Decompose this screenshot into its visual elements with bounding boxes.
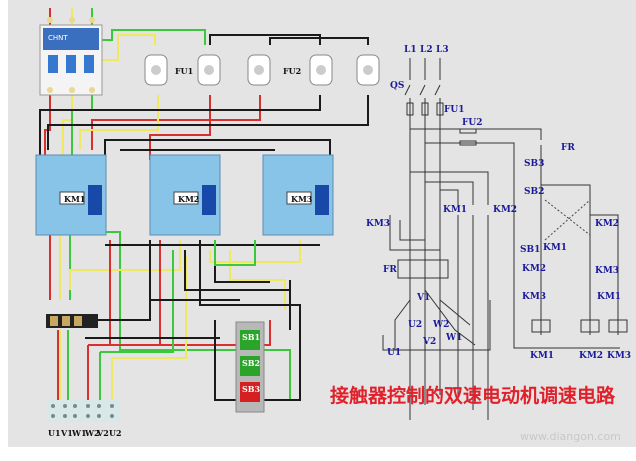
sb1-label: SB1 [242,332,260,342]
contactor-km3: KM3 [262,154,334,236]
terminal-v2: V2 [96,428,109,438]
schematic [382,58,628,420]
label-l3: L3 [436,45,449,55]
label-fr: FR [383,265,397,275]
terminal-u1: U1 [48,428,61,438]
contactor-km2: KM2 [149,154,221,236]
coil-label-km1: KM1 [530,351,554,361]
label-km2-interlock: KM2 [522,264,546,274]
label-l1: L1 [404,45,417,55]
km1-label: KM1 [64,194,85,204]
label-l2: L2 [420,45,433,55]
sb1-button[interactable] [240,330,260,350]
label-fu2: FU2 [462,118,483,128]
label-sb1: SB1 [520,245,540,255]
terminal-w1: W1 [71,428,87,438]
label-w1: W1 [445,333,462,343]
sb3-label: SB3 [242,384,261,394]
terminal-w2: W2 [84,428,100,438]
sb2-button[interactable] [240,356,260,376]
km2-label: KM2 [178,194,199,204]
label-fu1: FU1 [444,105,465,115]
label-sb2: SB2 [524,187,544,197]
terminal-v1: V1 [60,428,73,438]
label-km3-interlock: KM3 [522,292,546,302]
schematic-labels: L1 L2 L3 QS FU1 FU2 FR SB3 SB2 SB1 KM1 K… [366,45,631,361]
sb2-label: SB2 [242,358,260,368]
fu1-label: FU1 [175,66,193,76]
label-u2: U2 [408,320,422,330]
watermark: www.diangon.com [520,430,621,443]
label-km3-main: KM3 [366,219,390,229]
coil-label-km2: KM2 [579,351,603,361]
coil-km2 [580,319,600,333]
label-km3-aux: KM3 [595,266,619,276]
fu2-label: FU2 [283,66,301,76]
label-w2: W2 [432,320,449,330]
label-km1-aux: KM1 [543,243,567,253]
label-v2: V2 [422,337,436,347]
coil-km3 [608,319,628,333]
fuses: FU1 FU2 [144,54,380,86]
contactor-km1: KM1 [35,154,107,236]
circuit-breaker: CHNT [39,17,103,96]
km3-label: KM3 [291,194,313,204]
label-sb3: SB3 [524,159,544,169]
coil-label-km3: KM3 [607,351,631,361]
label-km2-aux: KM2 [595,219,619,229]
terminal-block: U1 V1 W1 W2 V2 U2 [48,400,122,438]
breaker-brand: CHNT [48,34,68,42]
button-box: SB1 SB2 SB3 [235,321,265,413]
coil-km1 [531,319,551,333]
label-km1-interlock: KM1 [597,292,621,302]
sb3-button[interactable] [240,382,260,402]
terminal-u2: U2 [109,428,122,438]
label-v1: V1 [416,293,430,303]
label-km2-main: KM2 [493,205,517,215]
label-fr-control: FR [561,143,575,153]
diagram-title: 接触器控制的双速电动机调速电路 [330,384,616,407]
thermal-relay [46,314,98,328]
label-qs: QS [390,81,404,91]
label-u1: U1 [387,348,401,358]
label-km1-main: KM1 [443,205,467,215]
